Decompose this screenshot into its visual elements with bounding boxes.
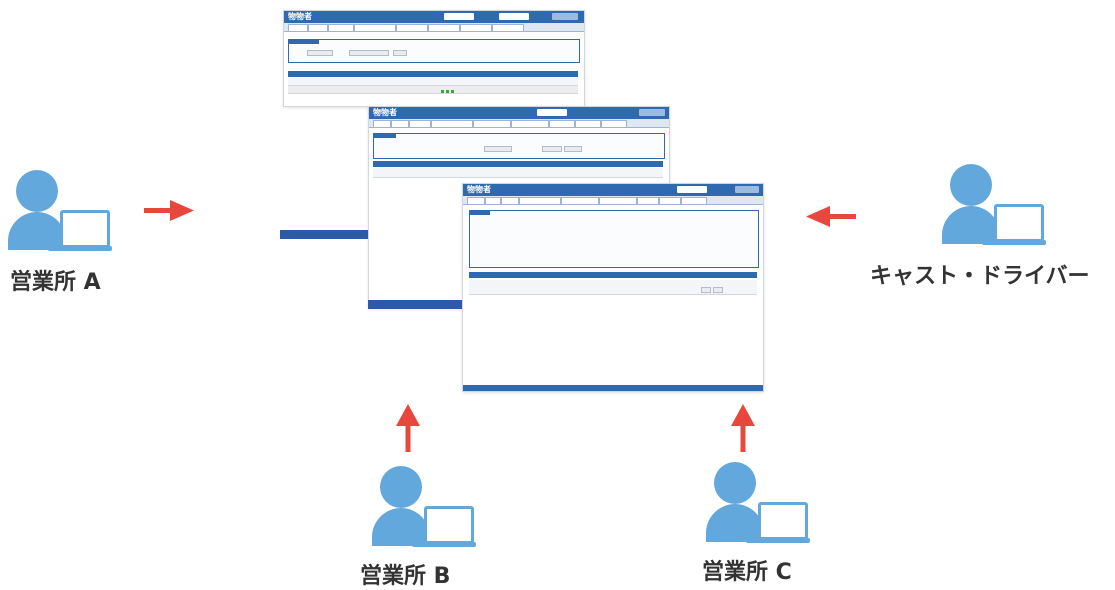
app-logo: 物物者 (373, 108, 397, 117)
label-office-a: 営業所 A (10, 270, 101, 295)
arrow-icon (396, 404, 420, 452)
label-office-b: 営業所 B (360, 564, 451, 589)
arrow-icon (144, 200, 194, 221)
arrow-icon (806, 206, 856, 227)
person-with-laptop-icon (8, 170, 118, 260)
arrow-icon (731, 404, 755, 452)
app-screenshot-front: 物物者 (462, 183, 764, 392)
person-with-laptop-icon (706, 462, 816, 552)
app-logo: 物物者 (467, 185, 491, 194)
person-with-laptop-icon (372, 466, 482, 556)
connector-bar (368, 300, 462, 309)
label-cast-driver: キャスト・ドライバー (870, 264, 1090, 289)
person-with-laptop-icon (942, 164, 1052, 254)
connector-bar (280, 230, 368, 239)
label-office-c: 営業所 C (702, 560, 792, 585)
app-screenshot-top: 物物者 (283, 10, 585, 107)
app-logo: 物物者 (288, 12, 312, 21)
